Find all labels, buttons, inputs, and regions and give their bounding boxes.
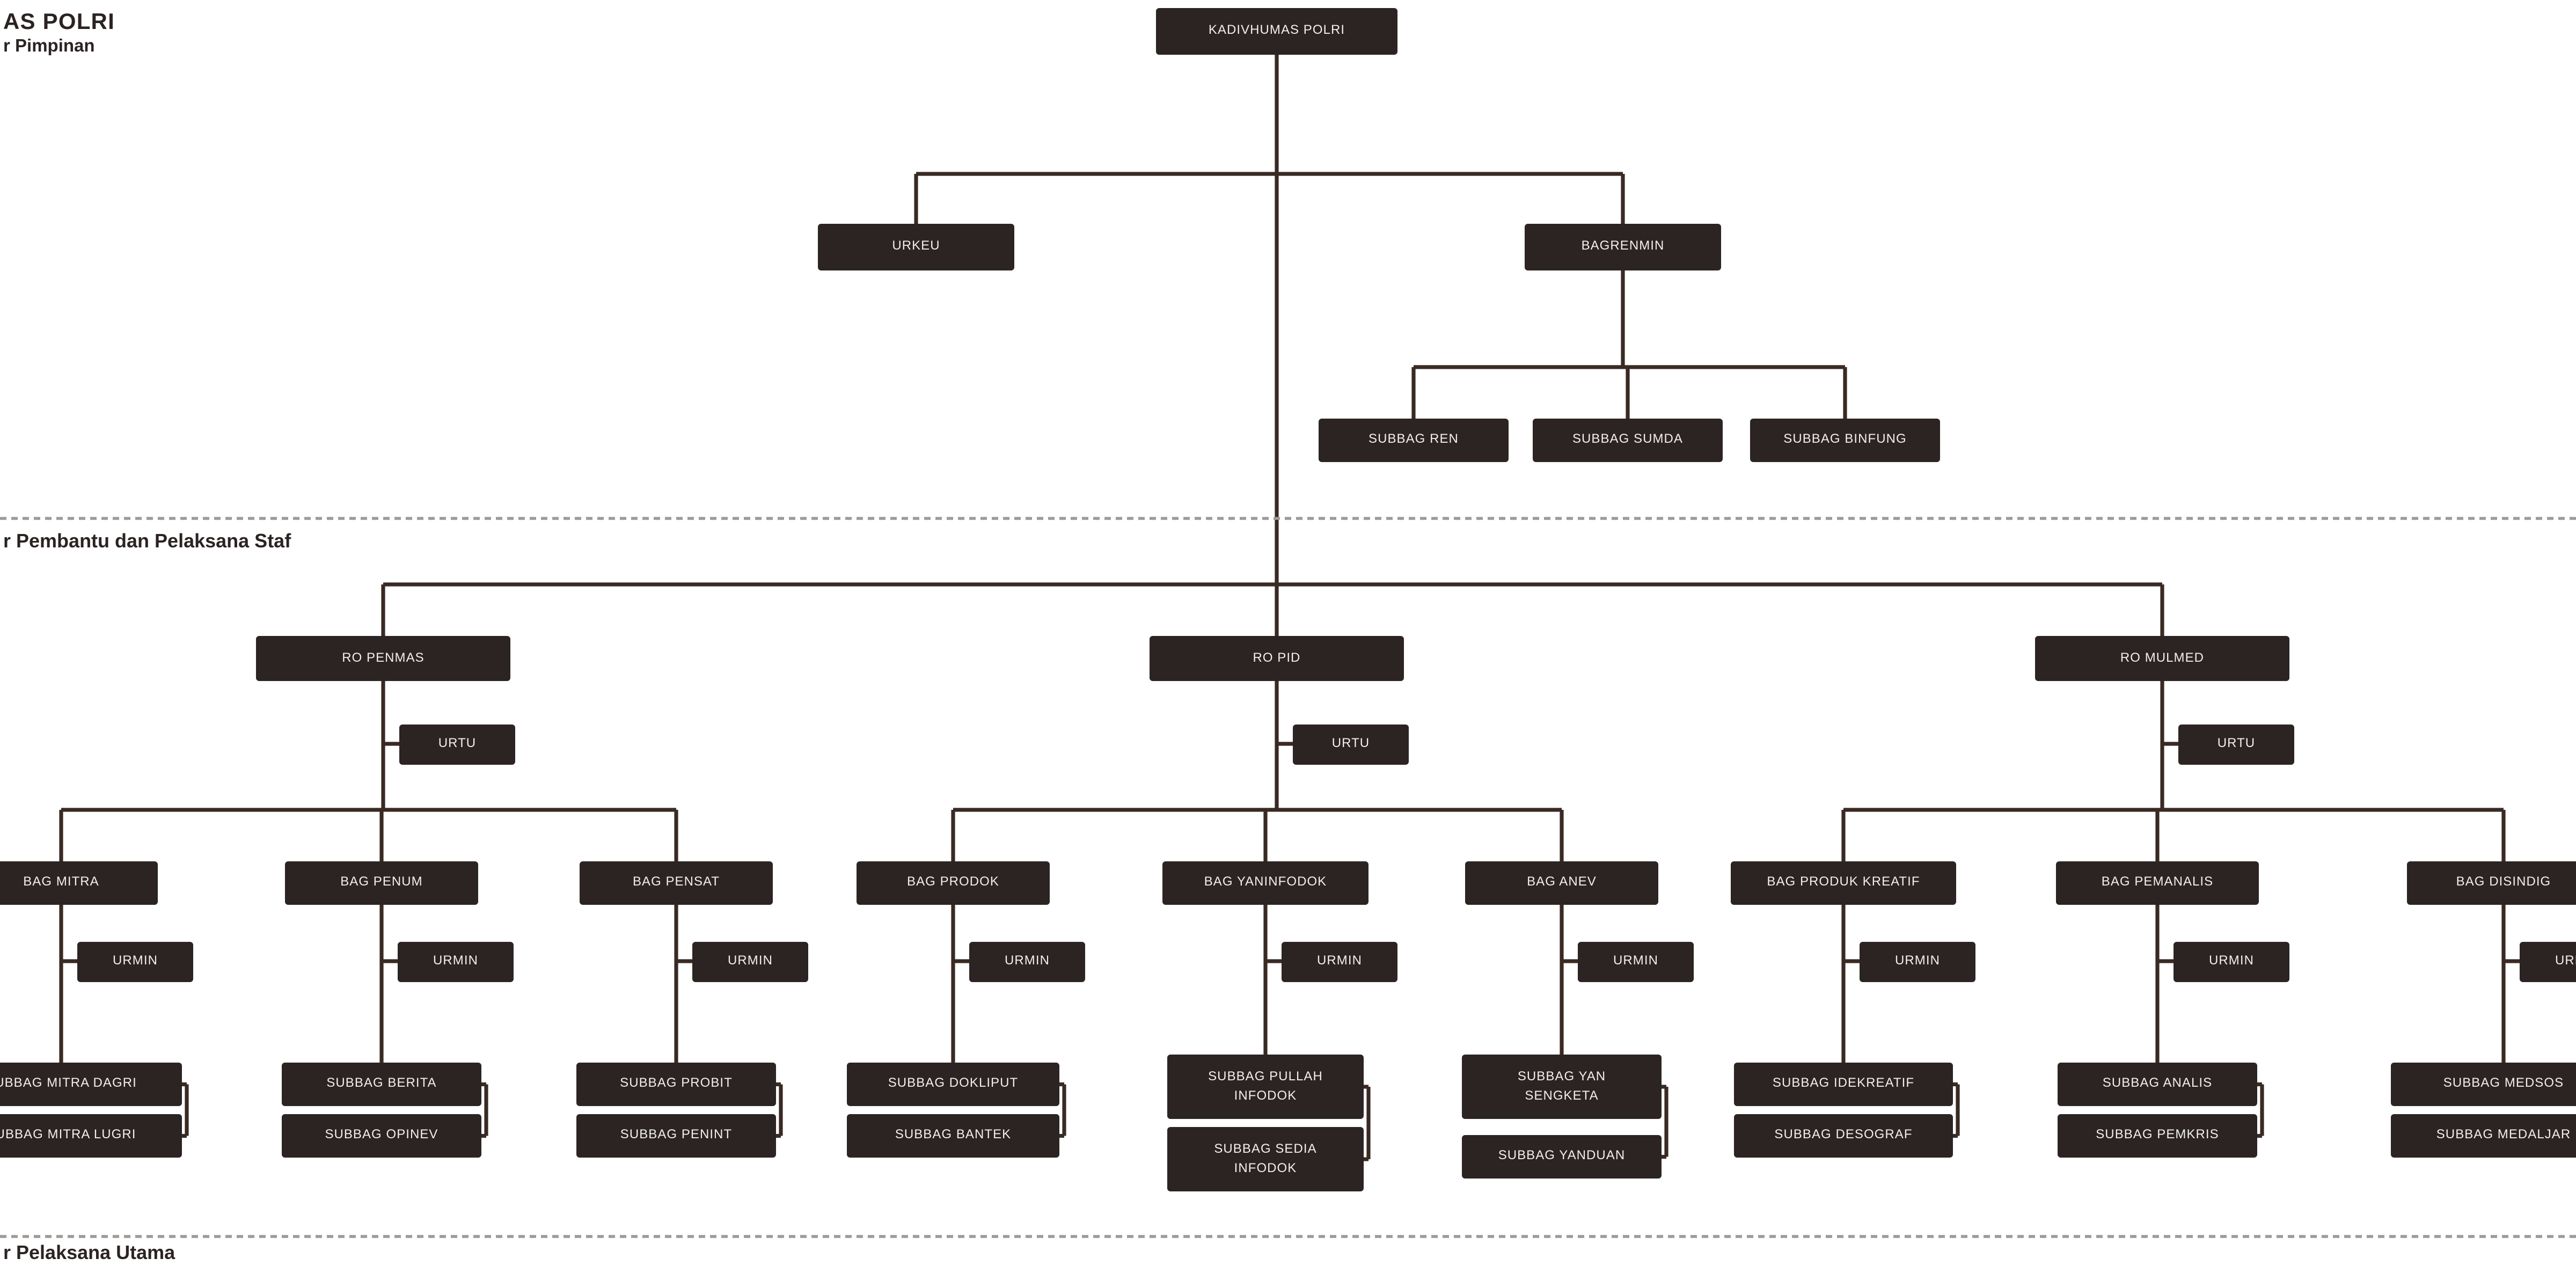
org-node-kadivhumas: KADIVHUMAS POLRI xyxy=(1156,8,1397,55)
org-node-bag-mitra: BAG MITRA xyxy=(0,861,158,905)
org-node-urmin-mitra: URMIN xyxy=(77,942,193,982)
org-node-subbag-sumda: SUBBAG SUMDA xyxy=(1533,419,1723,462)
org-node-bag-pemanalis: BAG PEMANALIS xyxy=(2056,861,2259,905)
org-node-ro-mulmed: RO MULMED xyxy=(2035,636,2289,681)
org-node-subbag-idekreatif: SUBBAG IDEKREATIF xyxy=(1734,1063,1953,1106)
org-node-ro-pid: RO PID xyxy=(1150,636,1404,681)
org-node-subbag-sedia-infodok: SUBBAG SEDIA INFODOK xyxy=(1167,1127,1364,1191)
org-node-subbag-analis: SUBBAG ANALIS xyxy=(2058,1063,2257,1106)
org-node-bag-yaninfodok: BAG YANINFODOK xyxy=(1162,861,1368,905)
org-node-urmin-yaninfodok: URMIN xyxy=(1282,942,1397,982)
org-node-bag-penum: BAG PENUM xyxy=(285,861,478,905)
org-node-urmin-pemanalis: URMIN xyxy=(2174,942,2289,982)
org-node-urtu-penmas: URTU xyxy=(399,724,515,765)
org-node-bagrenmin: BAGRENMIN xyxy=(1525,224,1721,270)
org-node-bag-pensat: BAG PENSAT xyxy=(580,861,773,905)
page-title: AS POLRI xyxy=(3,8,115,34)
org-node-urmin-disindig: URMIN xyxy=(2520,942,2576,982)
org-node-subbag-desograf: SUBBAG DESOGRAF xyxy=(1734,1114,1953,1158)
org-node-subbag-medaljar: SUBBAG MEDALJAR xyxy=(2391,1114,2576,1158)
org-node-urtu-pid: URTU xyxy=(1293,724,1409,765)
org-node-subbag-mitra-dagri: SUBBAG MITRA DAGRI xyxy=(0,1063,182,1106)
org-node-subbag-probit: SUBBAG PROBIT xyxy=(576,1063,776,1106)
org-node-subbag-yanduan: SUBBAG YANDUAN xyxy=(1462,1135,1662,1179)
org-node-urmin-penum: URMIN xyxy=(398,942,514,982)
section-label-pelaksana-utama: r Pelaksana Utama xyxy=(3,1241,175,1264)
org-node-subbag-pemkris: SUBBAG PEMKRIS xyxy=(2058,1114,2257,1158)
org-node-subbag-penint: SUBBAG PENINT xyxy=(576,1114,776,1158)
org-node-subbag-ren: SUBBAG REN xyxy=(1319,419,1509,462)
org-node-urmin-pensat: URMIN xyxy=(692,942,808,982)
org-node-subbag-yan-sengketa: SUBBAG YAN SENGKETA xyxy=(1462,1055,1662,1119)
org-node-subbag-bantek: SUBBAG BANTEK xyxy=(847,1114,1059,1158)
page-subtitle: r Pimpinan xyxy=(3,37,95,56)
org-node-ro-penmas: RO PENMAS xyxy=(256,636,510,681)
org-node-bag-disindig: BAG DISINDIG xyxy=(2407,861,2576,905)
org-node-urtu-mulmed: URTU xyxy=(2178,724,2294,765)
org-node-subbag-medsos: SUBBAG MEDSOS xyxy=(2391,1063,2576,1106)
org-node-subbag-opinev: SUBBAG OPINEV xyxy=(282,1114,481,1158)
org-node-subbag-pullah-infodok: SUBBAG PULLAH INFODOK xyxy=(1167,1055,1364,1119)
org-node-bag-prodok: BAG PRODOK xyxy=(857,861,1050,905)
org-node-subbag-binfung: SUBBAG BINFUNG xyxy=(1750,419,1940,462)
org-node-subbag-mitra-lugri: SUBBAG MITRA LUGRI xyxy=(0,1114,182,1158)
org-node-subbag-dokliput: SUBBAG DOKLIPUT xyxy=(847,1063,1059,1106)
org-node-bag-anev: BAG ANEV xyxy=(1465,861,1658,905)
org-node-urkeu: URKEU xyxy=(818,224,1014,270)
org-node-urmin-anev: URMIN xyxy=(1578,942,1694,982)
org-node-urmin-prodok: URMIN xyxy=(969,942,1085,982)
section-label-pembantu-pelaksana-staf: r Pembantu dan Pelaksana Staf xyxy=(3,530,291,552)
org-node-subbag-berita: SUBBAG BERITA xyxy=(282,1063,481,1106)
org-node-urmin-produk-kreatif: URMIN xyxy=(1860,942,1975,982)
org-node-bag-produk-kreatif: BAG PRODUK KREATIF xyxy=(1731,861,1956,905)
